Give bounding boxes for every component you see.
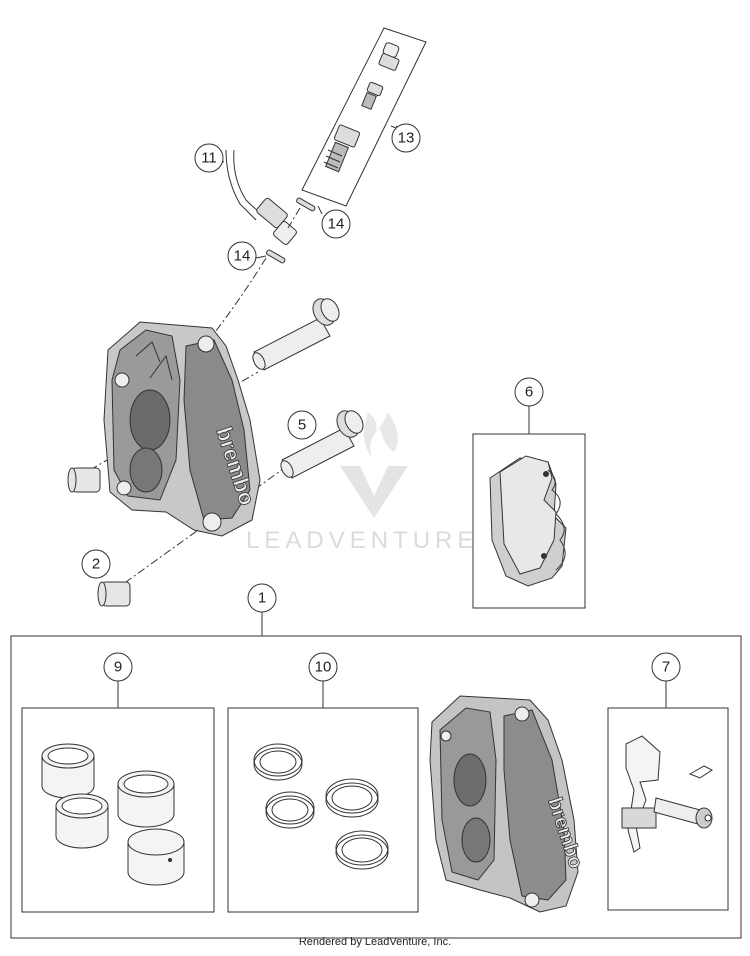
callout-11-label: 11 — [201, 150, 217, 167]
callout-5: 5 — [287, 410, 317, 440]
callout-14-upper-label: 14 — [328, 216, 345, 233]
callout-14-upper: 14 — [321, 209, 351, 239]
callout-6: 6 — [514, 377, 544, 407]
callout-9-label: 9 — [114, 659, 122, 676]
caliper-assembled: brembo — [429, 695, 587, 913]
callout-7-label: 7 — [662, 659, 670, 676]
pad-pin-upper — [252, 298, 340, 371]
kit-13-frame — [301, 27, 427, 207]
callout-leaders — [117, 125, 667, 708]
callout-13-label: 13 — [398, 130, 415, 147]
callout-1: 1 — [247, 583, 277, 613]
callout-6-label: 6 — [525, 384, 533, 401]
callout-2-label: 2 — [92, 556, 100, 573]
spacer-bushing-lower — [97, 581, 131, 607]
callout-14-lower: 14 — [227, 241, 257, 271]
seal-ring-set — [253, 743, 389, 870]
kit-1-frame — [10, 635, 742, 939]
callout-11: 11 — [194, 143, 224, 173]
callout-9: 9 — [103, 652, 133, 682]
brake-pads-kit — [472, 433, 586, 609]
brake-caliper: brembo — [103, 321, 261, 537]
callout-10: 10 — [308, 652, 338, 682]
kit-10-frame — [227, 707, 419, 913]
callout-13: 13 — [391, 123, 421, 153]
watermark: LEADVENTURE — [246, 412, 478, 554]
callout-7: 7 — [651, 652, 681, 682]
callout-2: 2 — [81, 549, 111, 579]
bleed-screw-kit — [301, 27, 427, 207]
footer-credit: Rendered by LeadVenture, Inc. — [298, 936, 452, 948]
pad-retainer-kit — [621, 735, 713, 853]
callout-14-lower-label: 14 — [234, 248, 251, 265]
piston-set — [41, 743, 185, 886]
pad-pin-lower — [280, 410, 364, 479]
brake-line — [212, 149, 297, 245]
seal-washers — [266, 197, 316, 264]
callout-5-label: 5 — [298, 417, 306, 434]
callout-10-label: 10 — [315, 659, 332, 676]
callout-1-label: 1 — [258, 590, 266, 607]
spacer-bushing-upper — [67, 467, 101, 493]
kit-7-frame — [607, 707, 729, 911]
watermark-text: LEADVENTURE — [246, 527, 478, 554]
